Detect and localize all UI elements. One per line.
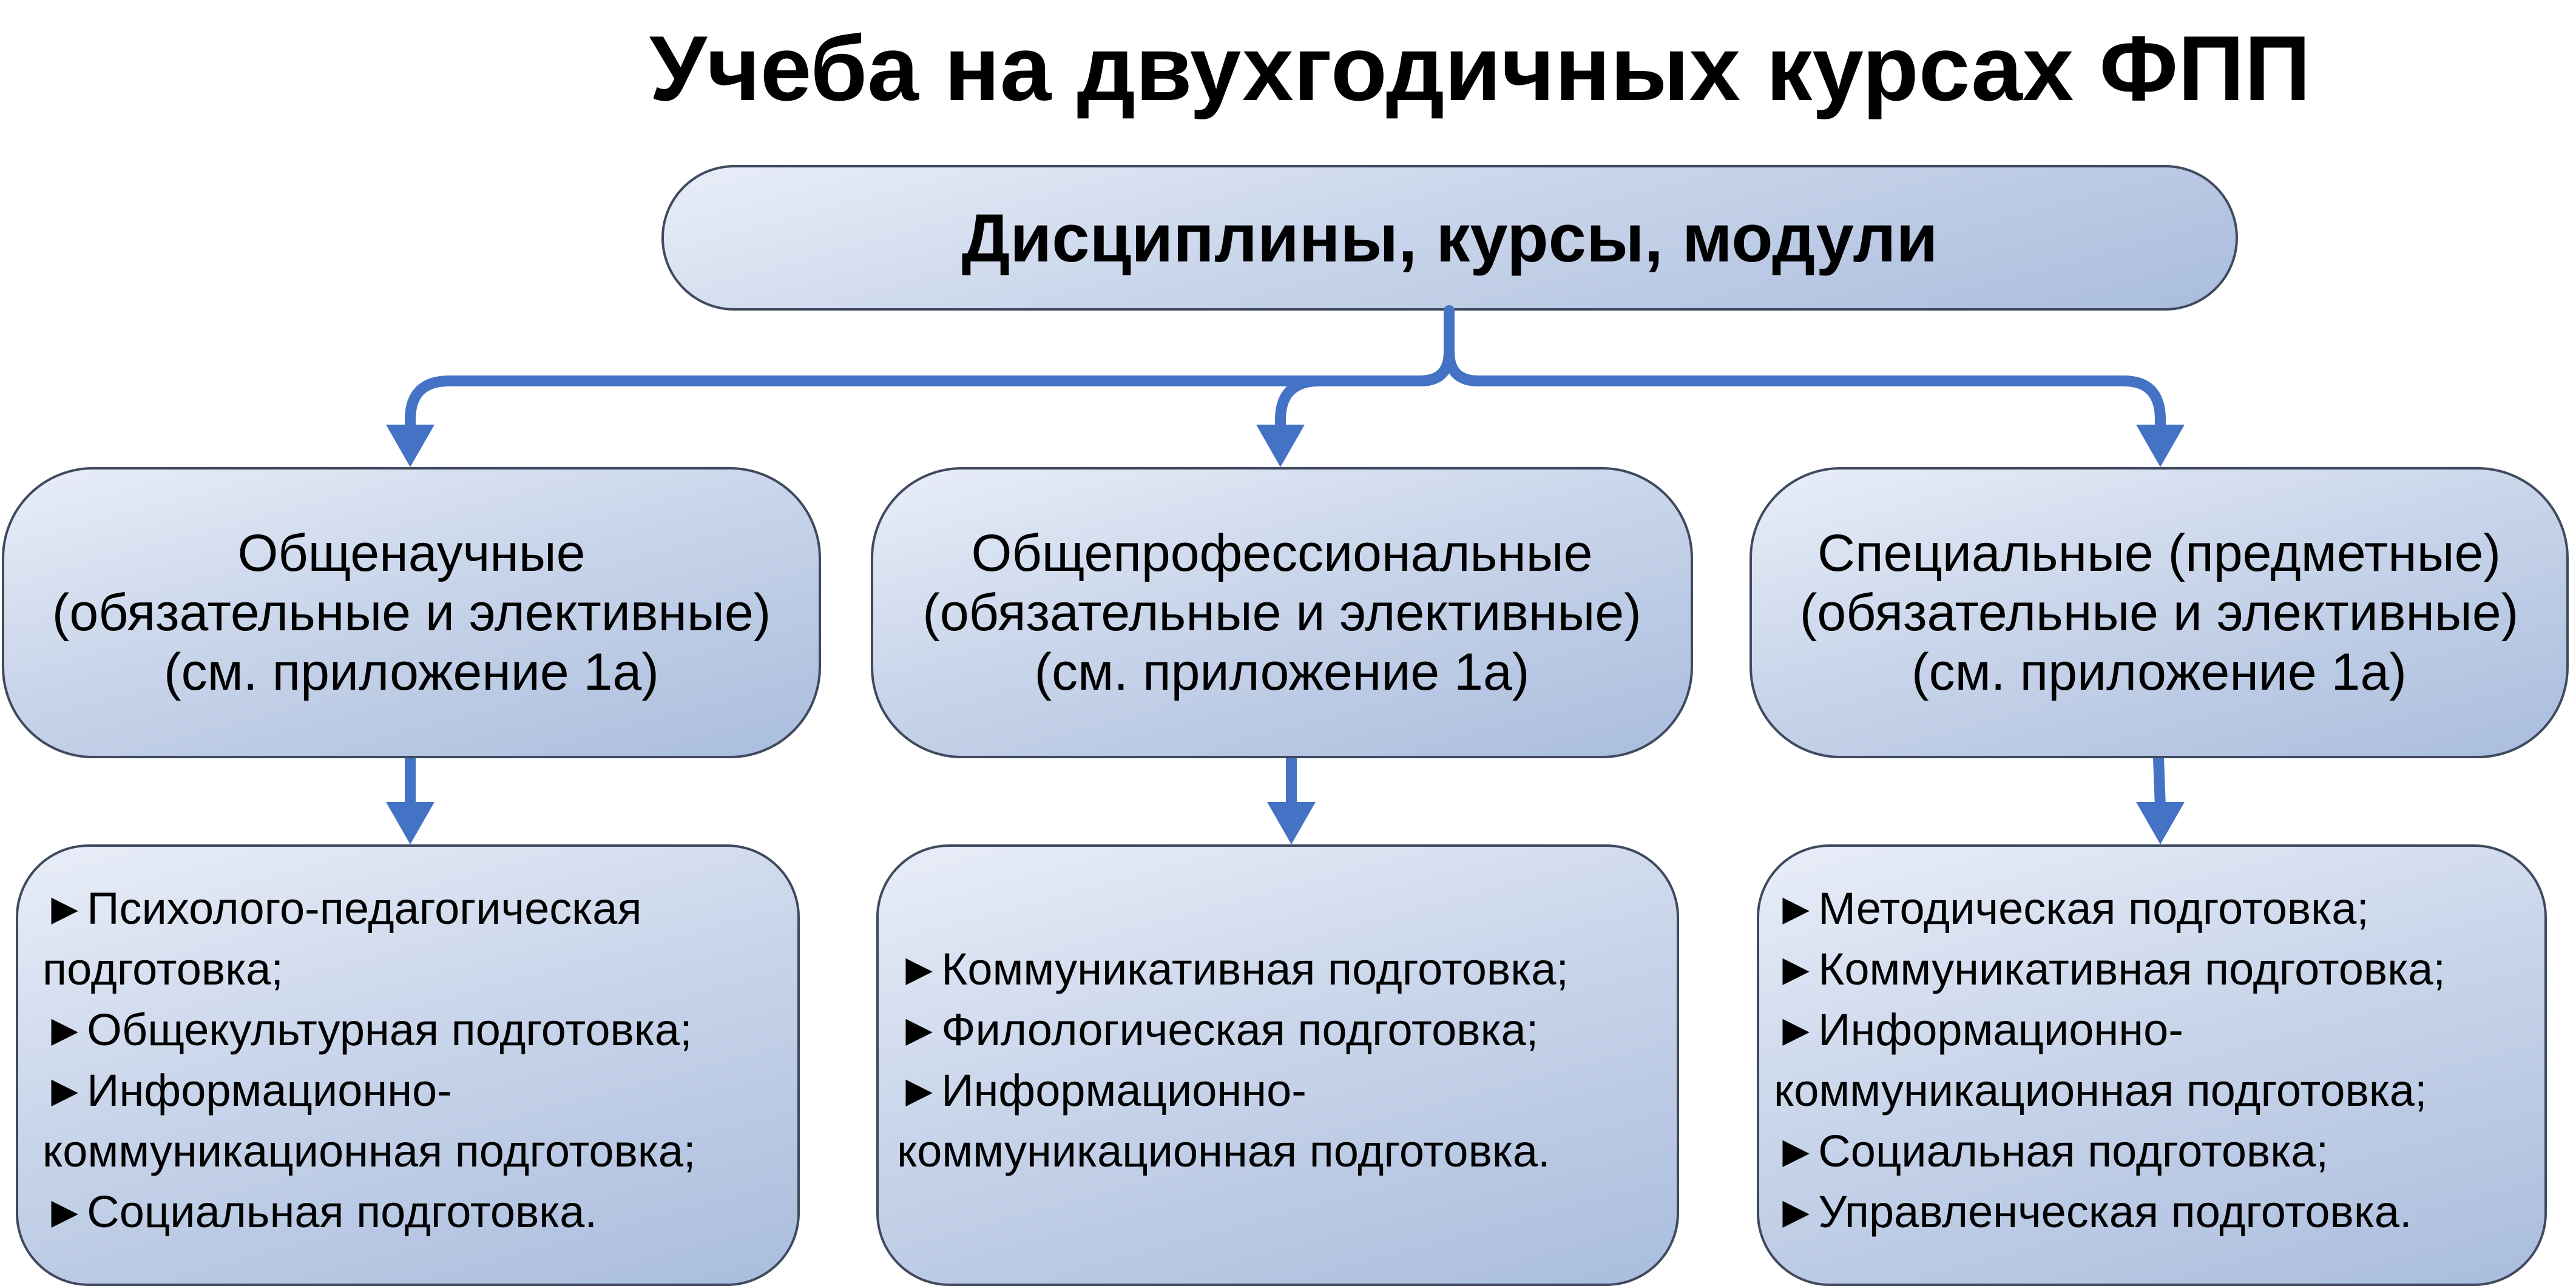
list-item: ►Общекультурная подготовка; bbox=[42, 1005, 692, 1055]
category-general-science: Общенаучные (обязательные и элективные) … bbox=[2, 467, 821, 758]
list-item: ►Информационно-коммуникационная подготов… bbox=[1774, 1005, 2427, 1116]
list-special-subject: ►Методическая подготовка; ►Коммуникативн… bbox=[1757, 844, 2547, 1286]
category-line: (см. приложение 1а) bbox=[1912, 643, 2407, 701]
connector-left bbox=[405, 305, 1455, 440]
bullet-arrow-icon: ► bbox=[1774, 883, 1819, 934]
bullet-arrow-icon: ► bbox=[1774, 1005, 1819, 1055]
list-general-science: ►Психолого-педагогическая подготовка; ►О… bbox=[16, 844, 800, 1286]
list-item: ►Коммуникативная подготовка; bbox=[1774, 944, 2446, 994]
category-line: (обязательные и элективные) bbox=[1799, 584, 2519, 642]
category-line: (обязательные и элективные) bbox=[922, 584, 1641, 642]
arrowhead-down-2 bbox=[1267, 802, 1316, 844]
root-node-label: Дисциплины, курсы, модули bbox=[961, 200, 1938, 276]
diagram-title: Учеба на двухгодичных курсах ФПП bbox=[649, 17, 2311, 120]
bullet-arrow-icon: ► bbox=[1774, 1187, 1819, 1237]
root-node: Дисциплины, курсы, модули bbox=[661, 165, 2238, 311]
arrowhead-middle bbox=[1256, 425, 1305, 467]
bullet-arrow-icon: ► bbox=[897, 1005, 942, 1055]
connector-right bbox=[1444, 346, 2166, 440]
list-item: ►Управленческая подготовка. bbox=[1774, 1187, 2412, 1237]
bullet-arrow-icon: ► bbox=[42, 883, 87, 934]
connector-down-3 bbox=[2153, 753, 2166, 812]
list-item: ►Социальная подготовка; bbox=[1774, 1126, 2329, 1176]
category-line: (см. приложение 1а) bbox=[164, 643, 659, 701]
bullet-arrow-icon: ► bbox=[1774, 1126, 1819, 1176]
arrowhead-right bbox=[2136, 425, 2185, 467]
category-special-subject: Специальные (предметные) (обязательные и… bbox=[1749, 467, 2569, 758]
connector-middle bbox=[1275, 346, 1455, 440]
list-item: ►Коммуникативная подготовка; bbox=[897, 944, 1569, 994]
arrowhead-down-1 bbox=[386, 802, 434, 844]
list-general-professional: ►Коммуникативная подготовка; ►Филологиче… bbox=[876, 844, 1679, 1286]
category-line: (обязательные и элективные) bbox=[52, 584, 771, 642]
category-line: (см. приложение 1а) bbox=[1034, 643, 1530, 701]
category-line: Общепрофессиональные bbox=[971, 524, 1593, 582]
bullet-arrow-icon: ► bbox=[1774, 944, 1819, 994]
list-item: ►Филологическая подготовка; bbox=[897, 1005, 1539, 1055]
arrowhead-down-3 bbox=[2136, 802, 2185, 844]
category-general-professional: Общепрофессиональные (обязательные и эле… bbox=[871, 467, 1693, 758]
list-item: ►Информационно-коммуникационная подготов… bbox=[42, 1065, 696, 1176]
bullet-arrow-icon: ► bbox=[897, 944, 942, 994]
bullet-arrow-icon: ► bbox=[897, 1065, 942, 1116]
bullet-arrow-icon: ► bbox=[42, 1005, 87, 1055]
bullet-arrow-icon: ► bbox=[42, 1187, 87, 1237]
category-line: Общенаучные bbox=[237, 524, 586, 582]
list-item: ►Информационно-коммуникационная подготов… bbox=[897, 1065, 1550, 1176]
list-item: ►Социальная подготовка. bbox=[42, 1187, 598, 1237]
bullet-arrow-icon: ► bbox=[42, 1065, 87, 1116]
category-line: Специальные (предметные) bbox=[1817, 524, 2501, 582]
list-item: ►Психолого-педагогическая подготовка; bbox=[42, 883, 642, 994]
list-item: ►Методическая подготовка; bbox=[1774, 883, 2369, 934]
arrowhead-left bbox=[386, 425, 434, 467]
